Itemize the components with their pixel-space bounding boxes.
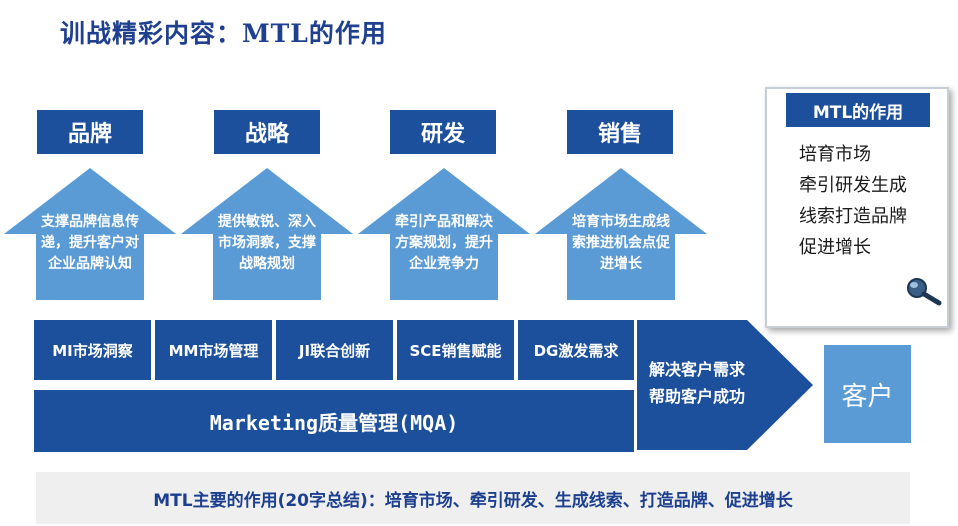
up-arrow-shape [4, 168, 176, 300]
process-mm: MM市场管理 [155, 320, 272, 380]
right-arrow-shape [637, 320, 813, 450]
process-ji: JI联合创新 [276, 320, 393, 380]
category-rnd: 研发 [390, 110, 496, 154]
customer-box: 客户 [824, 345, 911, 443]
up-arrow-sales: 培育市场生成线索推进机会点促进增长 [535, 168, 707, 300]
up-arrow-rnd: 牵引产品和解决方案规划，提升企业竞争力 [358, 168, 530, 300]
process-dg: DG激发需求 [518, 320, 634, 380]
page-title: 训战精彩内容：MTL的作用 [60, 19, 387, 48]
up-arrow-shape [358, 168, 530, 300]
category-sales: 销售 [567, 110, 673, 154]
process-sce: SCE销售赋能 [397, 320, 514, 380]
up-arrow-strategy: 提供敏锐、深入市场洞察，支撑战略规划 [181, 168, 353, 300]
category-brand: 品牌 [37, 110, 143, 154]
big-arrow-text: 解决客户需求 帮助客户成功 [649, 356, 745, 410]
callout-line: 培育市场 [799, 144, 871, 165]
up-arrow-brand: 支撑品牌信息传递，提升客户对企业品牌认知 [4, 168, 176, 300]
callout-line: 线索打造品牌 [799, 206, 907, 227]
up-arrow-shape [535, 168, 707, 300]
big-arrow-line1: 解决客户需求 [649, 360, 746, 379]
magnifier-icon [907, 278, 942, 306]
summary-bar: MTL主要的作用(20字总结)：培育市场、牵引研发、生成线索、打造品牌、促进增长 [36, 472, 910, 524]
category-strategy: 战略 [214, 110, 320, 154]
big-right-arrow: 解决客户需求 帮助客户成功 [637, 320, 813, 450]
arrow-text-sales: 培育市场生成线索推进机会点促进增长 [572, 214, 670, 272]
foundation-mqa: Marketing质量管理(MQA) [34, 390, 634, 452]
process-mi: MI市场洞察 [34, 320, 151, 380]
arrow-text-brand: 支撑品牌信息传递，提升客户对企业品牌认知 [41, 214, 139, 272]
arrow-text-strategy: 提供敏锐、深入市场洞察，支撑战略规划 [218, 214, 316, 272]
mtl-role-callout: MTL的作用 培育市场 牵引研发生成 线索打造品牌 促进增长 [765, 87, 949, 328]
up-arrow-shape [181, 168, 353, 300]
big-arrow-line2: 帮助客户成功 [649, 387, 746, 406]
arrow-text-rnd: 牵引产品和解决方案规划，提升企业竞争力 [395, 214, 493, 272]
callout-header: MTL的作用 [786, 93, 930, 127]
callout-line: 促进增长 [799, 237, 871, 258]
callout-lines: 培育市场 牵引研发生成 线索打造品牌 促进增长 [799, 139, 907, 263]
callout-line: 牵引研发生成 [799, 175, 907, 196]
